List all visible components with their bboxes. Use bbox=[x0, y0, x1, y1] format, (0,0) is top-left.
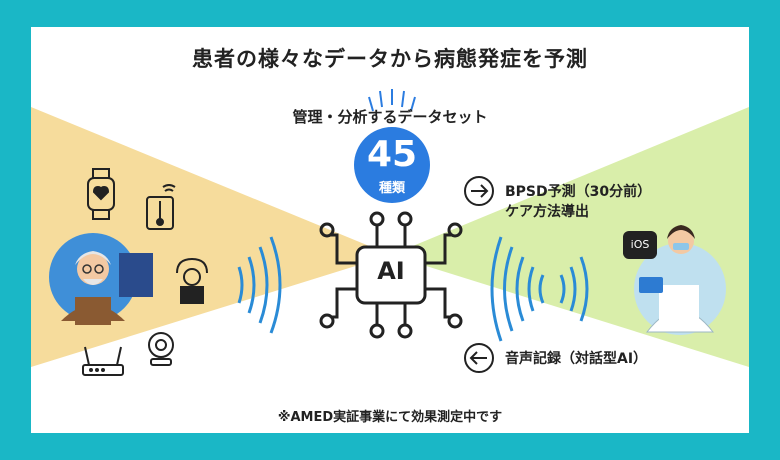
ai-label: AI bbox=[377, 257, 405, 285]
footnote: ※AMED実証事業にて効果測定中です bbox=[277, 410, 503, 425]
smartwatch-icon bbox=[87, 168, 115, 220]
thermo-sensor-icon bbox=[146, 184, 176, 230]
bpsd-prediction-label: BPSD予測（30分前） bbox=[505, 184, 652, 200]
burst-lines bbox=[368, 89, 416, 112]
left-sound-waves bbox=[237, 236, 282, 334]
dataset-subtitle: 管理・分析するデータセット bbox=[292, 108, 488, 126]
ios-badge: iOS bbox=[623, 231, 657, 259]
smart-speaker-icon bbox=[176, 257, 208, 304]
diagram-title: 患者の様々なデータから病態発症を予測 bbox=[192, 47, 588, 71]
dataset-unit: 種類 bbox=[378, 181, 405, 196]
care-method-label: ケア方法導出 bbox=[505, 204, 589, 220]
voice-record-label: 音声記録（対話型AI） bbox=[505, 351, 648, 367]
dataset-count: 45 bbox=[366, 134, 418, 175]
elderly-patient-avatar bbox=[49, 233, 153, 325]
arrow-left-icon bbox=[464, 343, 494, 373]
camera-icon bbox=[148, 332, 174, 366]
right-sound-waves bbox=[490, 236, 589, 342]
diagram-card: 患者の様々なデータから病態発症を予測 管理・分析するデータセット 45 種類 A… bbox=[31, 27, 749, 433]
arrow-right-icon bbox=[464, 176, 494, 206]
ai-chip-icon bbox=[319, 211, 463, 339]
nurse-avatar bbox=[634, 225, 726, 335]
dataset-count-badge: 45 種類 bbox=[354, 127, 430, 203]
background-shapes bbox=[31, 89, 749, 376]
router-icon bbox=[82, 346, 124, 376]
